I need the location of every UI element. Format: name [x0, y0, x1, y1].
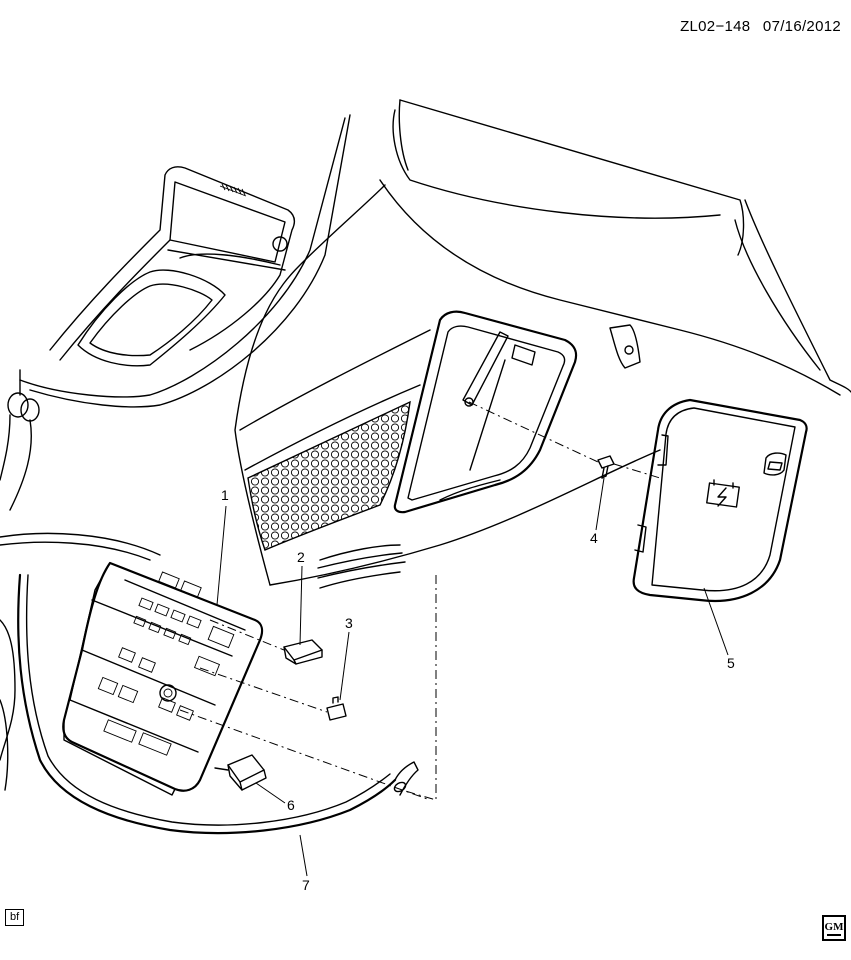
- callout-1: 1: [221, 487, 229, 503]
- callout-6: 6: [287, 797, 295, 813]
- screw: [597, 455, 615, 479]
- fuse-block: [62, 561, 264, 796]
- callout-labels: 1 2 3 4 5 6 7: [221, 487, 735, 893]
- mesh-pocket: [244, 384, 421, 589]
- wiring-harness: [0, 369, 419, 835]
- callout-3: 3: [345, 615, 353, 631]
- diagram-reference: ZL02−148 07/16/2012: [680, 18, 841, 35]
- callout-2: 2: [297, 549, 305, 565]
- fuse-block-cavities: [97, 571, 235, 756]
- center-console: [19, 114, 351, 408]
- fuse-block-opening: [393, 310, 578, 514]
- relay-lower: [214, 754, 267, 791]
- callout-5: 5: [727, 655, 735, 671]
- fuse: [326, 696, 347, 721]
- access-cover: [632, 398, 808, 602]
- gm-logo: GM: [822, 915, 846, 941]
- alignment-lines: [179, 401, 661, 801]
- battery-icon: [706, 479, 740, 508]
- bf-tag: bf: [5, 909, 25, 926]
- diagram-date: 07/16/2012: [762, 18, 841, 35]
- callout-4: 4: [590, 530, 598, 546]
- callout-7: 7: [302, 877, 310, 893]
- callout-leaders: [216, 477, 729, 877]
- relay-upper: [283, 639, 323, 665]
- spring-coil: [219, 183, 247, 197]
- diagram-id: ZL02−148: [680, 18, 751, 35]
